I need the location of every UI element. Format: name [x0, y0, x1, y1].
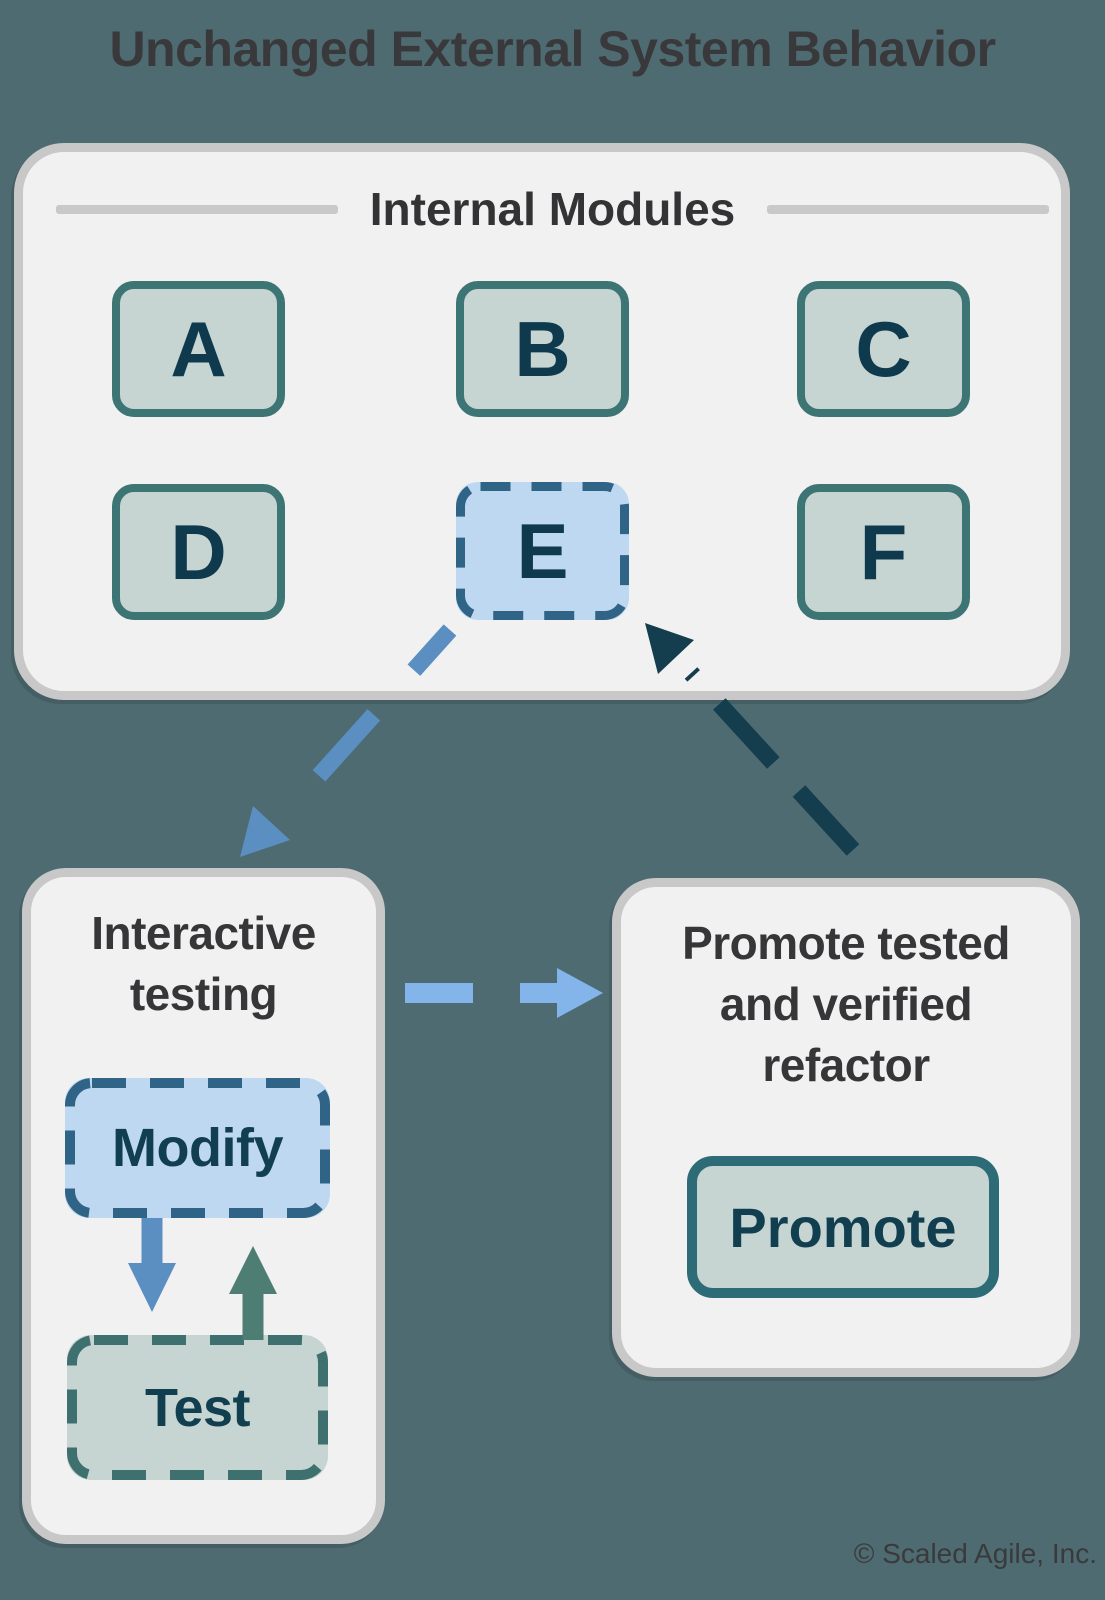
- interactive-testing-title: Interactive testing: [22, 903, 385, 1025]
- internal-modules-label: Internal Modules: [369, 183, 736, 235]
- interactive-testing-title-line1: Interactive: [91, 907, 316, 959]
- promote-title-line2: and verified: [719, 978, 973, 1030]
- test-step: Test: [67, 1335, 328, 1480]
- header-rule-left-icon: [56, 204, 338, 214]
- module-e-highlighted: E: [456, 482, 629, 620]
- modify-label: Modify: [112, 1118, 283, 1178]
- module-b: B: [456, 281, 629, 417]
- promote-button: Promote: [687, 1156, 999, 1298]
- promote-button-label: Promote: [729, 1195, 957, 1259]
- module-f: F: [797, 484, 970, 620]
- module-c-label: C: [855, 304, 912, 393]
- diagram-title: Unchanged External System Behavior: [109, 21, 996, 77]
- arrow-testing-to-promote-icon: [405, 968, 603, 1018]
- copyright-notice: © Scaled Agile, Inc.: [853, 1538, 1097, 1569]
- interactive-testing-title-line2: testing: [129, 968, 278, 1020]
- test-label: Test: [144, 1377, 251, 1438]
- modify-step: Modify: [65, 1078, 330, 1218]
- module-a-label: A: [170, 304, 227, 393]
- module-d: D: [112, 484, 285, 620]
- module-a: A: [112, 281, 285, 417]
- internal-modules-header: Internal Modules: [56, 182, 1050, 236]
- module-d-label: D: [170, 507, 227, 596]
- module-b-label: B: [514, 304, 571, 393]
- module-e-label: E: [516, 506, 569, 595]
- module-c: C: [797, 281, 970, 417]
- promote-title-line1: Promote tested: [682, 917, 1010, 969]
- promote-panel-title: Promote tested and verified refactor: [612, 913, 1080, 1096]
- module-f-label: F: [859, 507, 908, 596]
- header-rule-right-icon: [767, 204, 1050, 214]
- promote-title-line3: refactor: [762, 1039, 930, 1091]
